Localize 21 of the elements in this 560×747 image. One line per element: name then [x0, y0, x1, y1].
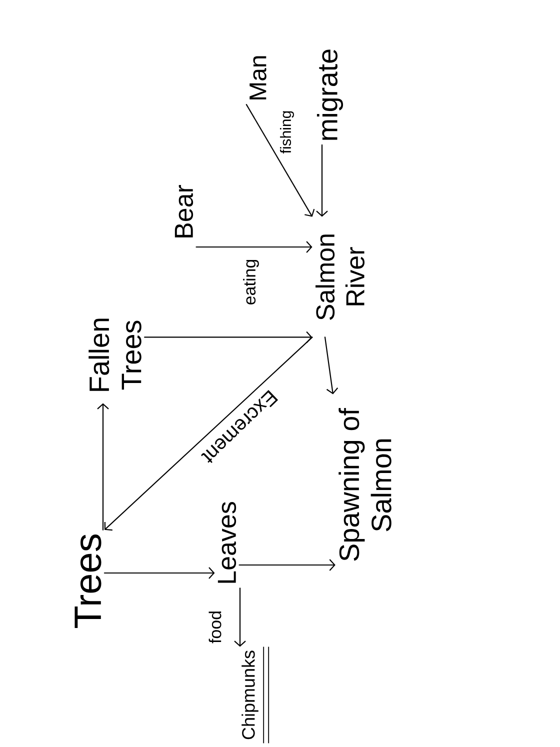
- edge-label: eating: [243, 260, 259, 304]
- arrow: [234, 588, 246, 647]
- concept-label: Fallen Trees: [88, 318, 142, 391]
- underlined-label: Chipmunks: [242, 646, 270, 744]
- arrow: [324, 336, 338, 394]
- arrow: [238, 559, 336, 571]
- concept-label: Salmon River: [316, 234, 364, 320]
- concept-label: Trees: [74, 534, 102, 628]
- arrow: [246, 104, 315, 217]
- arrow: [104, 336, 313, 531]
- edge-label: food: [208, 612, 222, 644]
- edge-label: fishing: [280, 111, 294, 154]
- arrow: [104, 567, 215, 579]
- concept-label: Spawning of Salmon: [338, 408, 392, 561]
- arrow: [316, 144, 328, 217]
- arrow: [196, 241, 312, 253]
- concept-label: Man: [250, 56, 266, 100]
- concept-label: migrate: [316, 50, 344, 140]
- concept-label: Leaves: [218, 502, 236, 583]
- concept-label: Bear: [174, 184, 194, 238]
- arrow: [97, 403, 109, 530]
